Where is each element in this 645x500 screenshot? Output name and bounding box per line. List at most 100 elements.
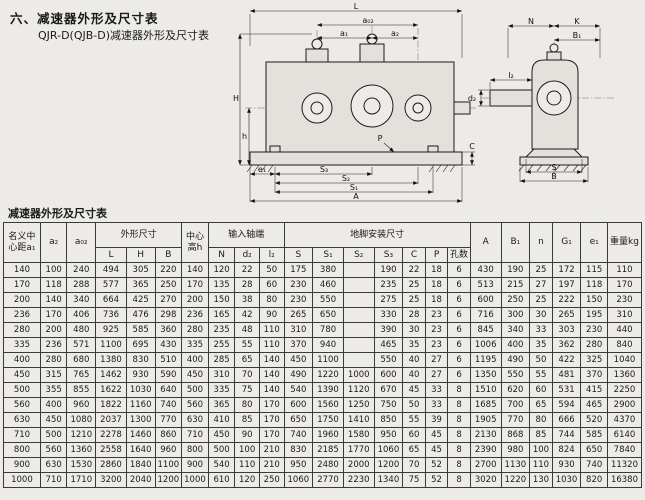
table-cell: 960: [154, 442, 183, 458]
table-cell: 28: [234, 277, 260, 293]
input-shaft: [489, 89, 533, 107]
table-cell: 280: [39, 352, 68, 368]
pedestal: [524, 148, 584, 158]
table-cell: 236: [3, 307, 41, 323]
col-header-A: A: [469, 222, 502, 263]
dim-label-e1: e₁: [258, 165, 266, 174]
table-cell: 630: [181, 412, 209, 428]
table-cell: 1200: [373, 457, 404, 473]
table-cell: 740: [580, 457, 608, 473]
table-cell: 280: [3, 322, 41, 338]
table-cell: 770: [500, 412, 531, 428]
table-cell: 52: [424, 472, 449, 488]
table-cell: 560: [39, 442, 68, 458]
table-cell: 115: [580, 262, 608, 278]
table-cell: 850: [373, 412, 404, 428]
table-cell: 370: [580, 367, 608, 383]
col-header-holes: 孔数: [447, 247, 471, 263]
table-cell: 220: [154, 262, 183, 278]
table-cell: 27: [424, 352, 449, 368]
table-cell: 594: [551, 397, 582, 413]
table-cell: 200: [39, 322, 68, 338]
table-cell: 6: [447, 322, 471, 338]
table-cell: 830: [283, 442, 314, 458]
table-cell: 1960: [312, 427, 344, 443]
table-cell: 513: [469, 277, 502, 293]
dim-label-d2: d₂: [468, 94, 476, 103]
boss-cap-1: [311, 38, 323, 50]
table-cell: 450: [181, 367, 209, 383]
table-cell: 280: [580, 337, 608, 353]
table-cell: 60: [402, 427, 426, 443]
table-cell: [342, 292, 375, 308]
dimension-table: 名义中心距a₁ a₂ a₀₂ 外形尺寸 中心高h 输入轴端 地脚安装尺寸 A B…: [3, 222, 643, 488]
table-cell: 65: [529, 397, 553, 413]
table-cell: 2390: [469, 442, 502, 458]
table-cell: 330: [373, 307, 404, 323]
table-cell: 400: [500, 337, 531, 353]
table-cell: 370: [283, 337, 314, 353]
col-header-P: P: [424, 247, 449, 263]
dim-label-P: P: [378, 134, 383, 143]
col-group-outline: 外形尺寸: [95, 222, 183, 248]
col-group-foundation: 地脚安装尺寸: [283, 222, 471, 248]
table-cell: 310: [283, 322, 314, 338]
table-cell: 640: [154, 382, 183, 398]
table-cell: 465: [580, 397, 608, 413]
table-cell: 90: [258, 307, 285, 323]
table-cell: 60: [529, 382, 553, 398]
ground-hatching-left: [246, 164, 274, 173]
table-cell: 230: [283, 292, 314, 308]
table-cell: 33: [529, 322, 553, 338]
table-cell: 600: [283, 397, 314, 413]
table-cell: 930: [125, 367, 156, 383]
end-view: N K B₁ l₂ d₂ S B: [468, 17, 614, 183]
table-cell: 50: [529, 352, 553, 368]
table-cell: 355: [39, 382, 68, 398]
table-cell: 800: [181, 442, 209, 458]
table-cell: 600: [373, 367, 404, 383]
table-cell: 1160: [125, 397, 156, 413]
table-cell: 280: [181, 322, 209, 338]
boss-cap-2: [366, 33, 378, 45]
table-cell: 1250: [342, 397, 375, 413]
table-cell: 35: [402, 337, 426, 353]
col-header-a2: a₂: [39, 222, 68, 263]
table-cell: 275: [373, 292, 404, 308]
table-cell: 650: [580, 442, 608, 458]
table-cell: 130: [529, 472, 553, 488]
table-cell: 190: [373, 262, 404, 278]
table-cell: 716: [469, 307, 502, 323]
table-cell: 450: [283, 352, 314, 368]
dim-label-H: H: [233, 94, 239, 103]
table-cell: 170: [3, 277, 41, 293]
col-header-B1: B₁: [500, 222, 531, 263]
table-cell: 925: [95, 322, 127, 338]
table-cell: 590: [154, 367, 183, 383]
table-cell: 50: [402, 397, 426, 413]
table-cell: 80: [258, 292, 285, 308]
table-cell: 325: [580, 352, 608, 368]
table-cell: 770: [154, 412, 183, 428]
table-cell: 1710: [66, 472, 97, 488]
col-header-d2: d₂: [234, 247, 260, 263]
table-cell: 406: [66, 307, 97, 323]
table-cell: 18: [424, 292, 449, 308]
table-cell: 18: [424, 277, 449, 293]
table-cell: 38: [234, 292, 260, 308]
table-cell: 2480: [312, 457, 344, 473]
table-cell: 195: [580, 307, 608, 323]
table-cell: 3200: [95, 472, 127, 488]
table-cell: 940: [312, 337, 344, 353]
table-cell: 425: [125, 292, 156, 308]
table-cell: 140: [3, 262, 41, 278]
table-cell: [342, 307, 375, 323]
col-header-C: C: [402, 247, 426, 263]
table-cell: 170: [606, 277, 643, 293]
